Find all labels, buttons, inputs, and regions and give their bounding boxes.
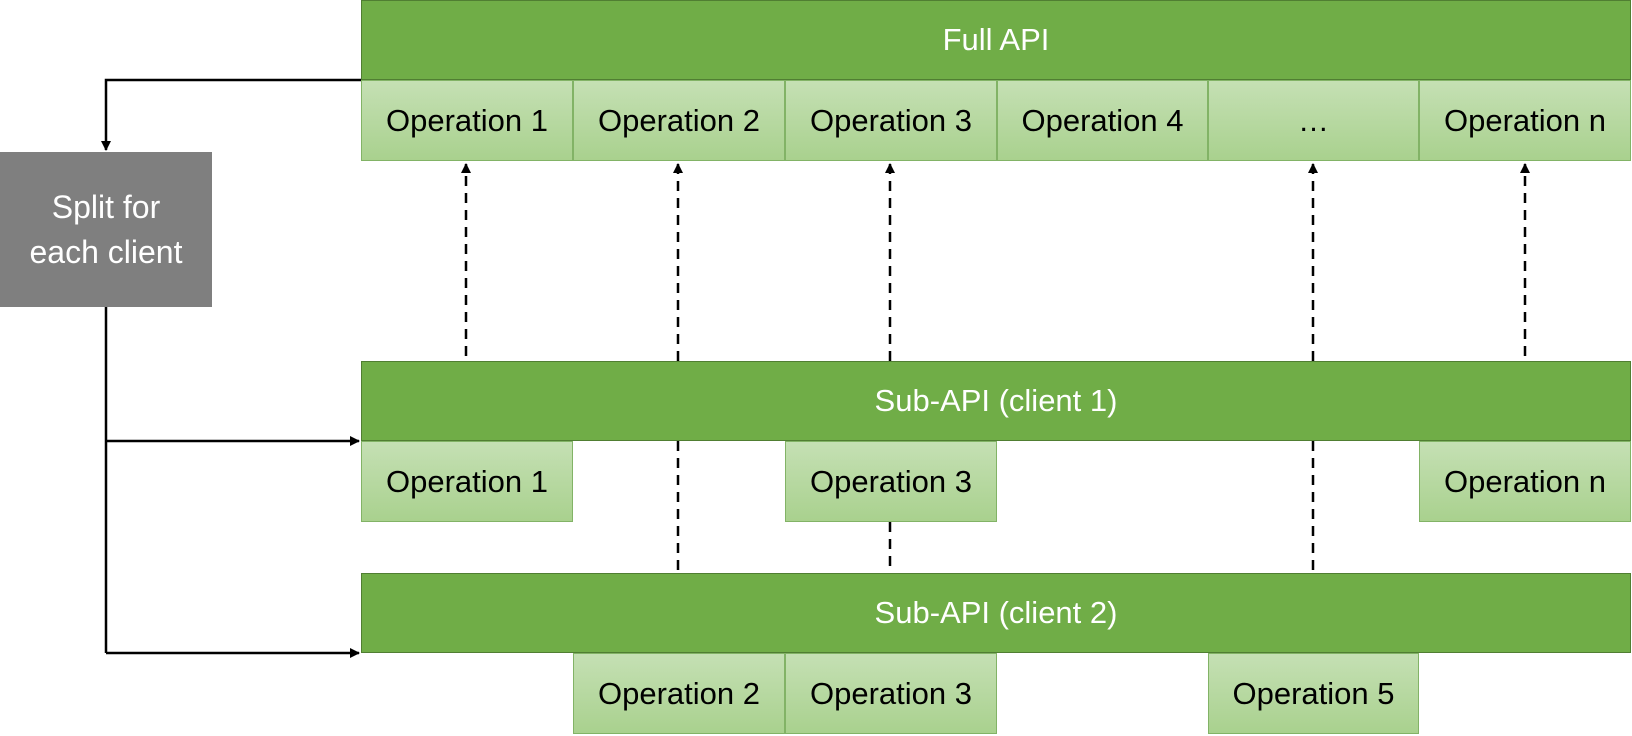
full-api-operation-n: Operation n: [1419, 80, 1631, 161]
client2-operation-2: Operation 2: [573, 653, 785, 734]
split-box-line1: Split for: [51, 188, 161, 225]
client1-operation-3: Operation 3: [785, 441, 997, 522]
full-api-operation-3: Operation 3: [785, 80, 997, 161]
sub-api-client1-bar: Sub-API (client 1): [361, 361, 1631, 441]
client1-operation-n: Operation n: [1419, 441, 1631, 522]
split-box-line2: each client: [29, 233, 183, 270]
full-api-operation-2: Operation 2: [573, 80, 785, 161]
sub-api-client2-bar: Sub-API (client 2): [361, 573, 1631, 653]
client2-operation-3: Operation 3: [785, 653, 997, 734]
split-for-each-client-box: Split for each client: [0, 152, 212, 307]
client2-operation-5: Operation 5: [1208, 653, 1419, 734]
client1-operation-1: Operation 1: [361, 441, 573, 522]
full-api-to-split-arrow: [101, 78, 361, 151]
full-api-operation-4: Operation 4: [997, 80, 1208, 161]
full-api-operation-1: Operation 1: [361, 80, 573, 161]
full-api-ellipsis: …: [1208, 80, 1419, 161]
full-api-bar: Full API: [361, 0, 1631, 80]
